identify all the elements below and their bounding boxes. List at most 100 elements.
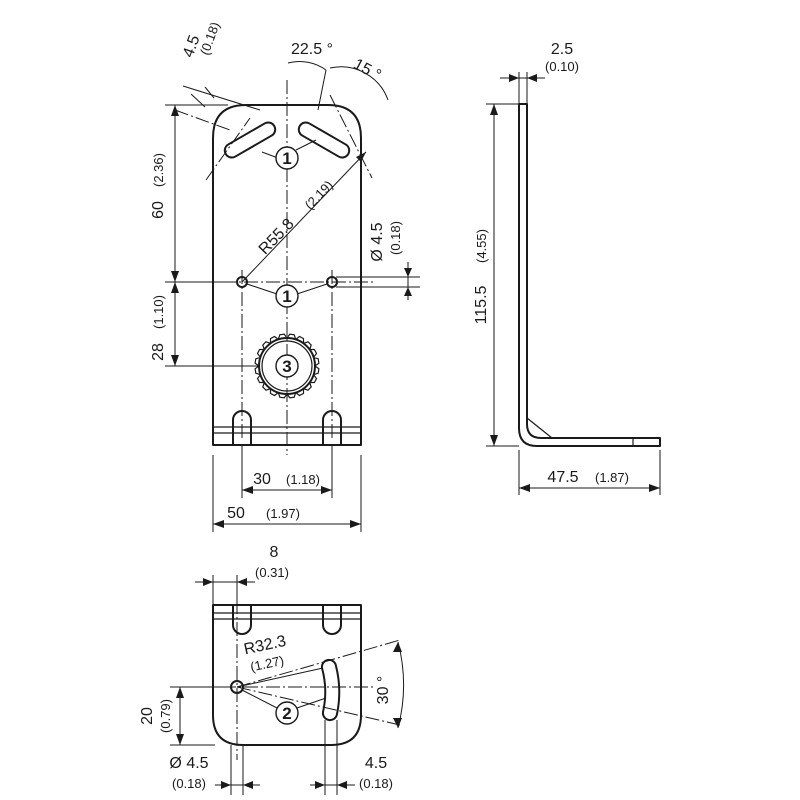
dim-angle-15-arc <box>329 66 389 101</box>
front-arc-guide <box>205 117 251 181</box>
callout-2-leader-right <box>296 697 327 709</box>
dim-28-main: 28 <box>150 343 167 361</box>
dim-50-arrow-left <box>213 520 224 528</box>
front-centerline-slot <box>174 109 231 131</box>
callout-1-holes: 1 <box>275 284 299 308</box>
front-hole-left <box>236 276 248 288</box>
dim-60-main: 60 <box>150 201 167 219</box>
bottom-hole <box>230 680 244 694</box>
front-knurled-nut-inner <box>261 340 313 392</box>
callout-1a-leader-right <box>295 139 317 151</box>
dim-50-main: 50 <box>227 505 245 522</box>
dim-bottom-hole-arrow-left <box>221 781 231 789</box>
front-hole-right <box>326 276 338 288</box>
front-arc-guide-2 <box>329 94 373 179</box>
bottom-view: 2 8 (0.31) R32.3 (1.27) 30 ° 20 (0.79) Ø… <box>139 544 404 795</box>
dim-side-height-sub: (4.55) <box>474 229 489 263</box>
bottom-slot-right <box>322 604 342 635</box>
dim-side-depth-sub: (1.87) <box>595 470 629 485</box>
callout-1b-leader-right <box>296 283 328 295</box>
dim-28-arrow-top <box>171 282 179 293</box>
dim-side-depth-main: 47.5 <box>547 469 578 486</box>
dim-offset-8-main: 8 <box>270 544 279 561</box>
dim-30-arrow-left <box>242 486 253 494</box>
dim-bottom-radius-sub: (1.27) <box>249 653 285 675</box>
dim-60-arrow-top <box>171 105 179 116</box>
dim-bottom-angle: 30 ° <box>375 676 392 705</box>
dim-radius-sub: (2.19) <box>302 177 336 212</box>
dim-angle-22.5: 22.5 ° <box>291 41 333 58</box>
dim-bottom-hole-sub: (0.18) <box>172 776 206 791</box>
dim-bottom-hole-arrow-right <box>243 781 253 789</box>
dim-angle-22.5-ext <box>317 69 327 111</box>
dim-top-4.5-line <box>182 85 261 111</box>
dim-bottom-hole-main: Ø 4.5 <box>169 755 208 772</box>
callout-1-slots: 1 <box>275 146 299 170</box>
dim-50-arrow-right <box>350 520 361 528</box>
callout-1-holes-label: 1 <box>282 287 291 306</box>
callout-2: 2 <box>275 701 299 725</box>
dim-thickness-arrow-right <box>527 74 537 82</box>
dim-top-4.5-sub: (0.18) <box>197 20 223 57</box>
dim-hole-main: Ø 4.5 <box>369 222 386 261</box>
dim-side-depth-arrow-right <box>649 484 660 492</box>
dim-angle-22.5-arc <box>287 61 327 71</box>
dim-30-main: 30 <box>253 471 271 488</box>
callout-2-label: 2 <box>282 704 291 723</box>
dim-slot-arrow-left <box>315 781 325 789</box>
dim-30-arrow-right <box>321 486 332 494</box>
bottom-arc-slot <box>320 658 341 722</box>
dim-bottom-angle-arrow-top <box>393 642 402 652</box>
dim-60-sub: (2.36) <box>151 153 166 187</box>
dim-radius-main: R55.8 <box>256 216 298 259</box>
callout-1a-leader-left <box>261 151 279 159</box>
dim-60-arrow-bottom <box>171 271 179 282</box>
dim-hole-arrow-top <box>404 268 412 277</box>
bottom-radius-guide <box>236 639 401 688</box>
front-radius-arrow <box>356 152 366 162</box>
dim-slot-main: 4.5 <box>365 755 387 772</box>
dim-28-arrow-bottom <box>171 355 179 366</box>
dim-side-height-arrow-bottom <box>490 435 498 446</box>
dim-offset-8-arrow-left <box>203 578 213 586</box>
front-outline <box>212 104 362 446</box>
dim-28-sub: (1.10) <box>151 295 166 329</box>
dim-top-4.5-ext-2 <box>204 86 215 99</box>
dim-bottom-20-sub: (0.79) <box>158 699 173 733</box>
dim-bottom-20-main: 20 <box>139 707 156 725</box>
front-view: 1 1 3 4.5 (0.18) 22.5 ° 15 ° 60 (2.36) <box>150 20 420 532</box>
dim-bottom-20-arrow-bottom <box>176 734 184 745</box>
callout-3: 3 <box>275 354 299 378</box>
front-knurled-nut-teeth <box>254 333 320 399</box>
bottom-slot-left <box>232 604 252 635</box>
front-bottom-slot-right <box>322 410 342 446</box>
dim-bottom-20-arrow-top <box>176 687 184 698</box>
front-radius-line <box>241 151 367 283</box>
bottom-outline <box>212 604 362 746</box>
front-bottom-slot-left <box>232 410 252 446</box>
dim-slot-sub: (0.18) <box>359 776 393 791</box>
dim-thickness-arrow-left <box>509 74 519 82</box>
dim-bottom-angle-arrow-bottom <box>393 718 402 728</box>
dim-offset-8-sub: (0.31) <box>255 565 289 580</box>
callout-1-slots-label: 1 <box>282 149 291 168</box>
front-arc-slot-right <box>297 121 351 159</box>
dim-hole-sub: (0.18) <box>388 221 403 255</box>
bottom-radius-guide-2 <box>236 686 401 726</box>
callout-3-label: 3 <box>282 357 291 376</box>
bottom-radius-line <box>236 667 324 688</box>
dim-side-height-main: 115.5 <box>473 285 490 324</box>
dim-slot-arrow-right <box>337 781 347 789</box>
dim-bottom-angle-arc <box>397 641 404 729</box>
dim-30-sub: (1.18) <box>286 472 320 487</box>
dim-top-4.5-main: 4.5 <box>180 33 204 60</box>
callout-1b-leader-left <box>246 283 278 295</box>
dim-offset-8-arrow-right <box>237 578 247 586</box>
dim-side-depth-arrow-left <box>519 484 530 492</box>
callout-2-leader-left <box>241 689 278 709</box>
dim-thickness-main: 2.5 <box>551 41 573 58</box>
dim-hole-arrow-bottom <box>404 287 412 296</box>
dim-side-height-arrow-top <box>490 104 498 115</box>
dim-50-sub: (1.97) <box>266 506 300 521</box>
